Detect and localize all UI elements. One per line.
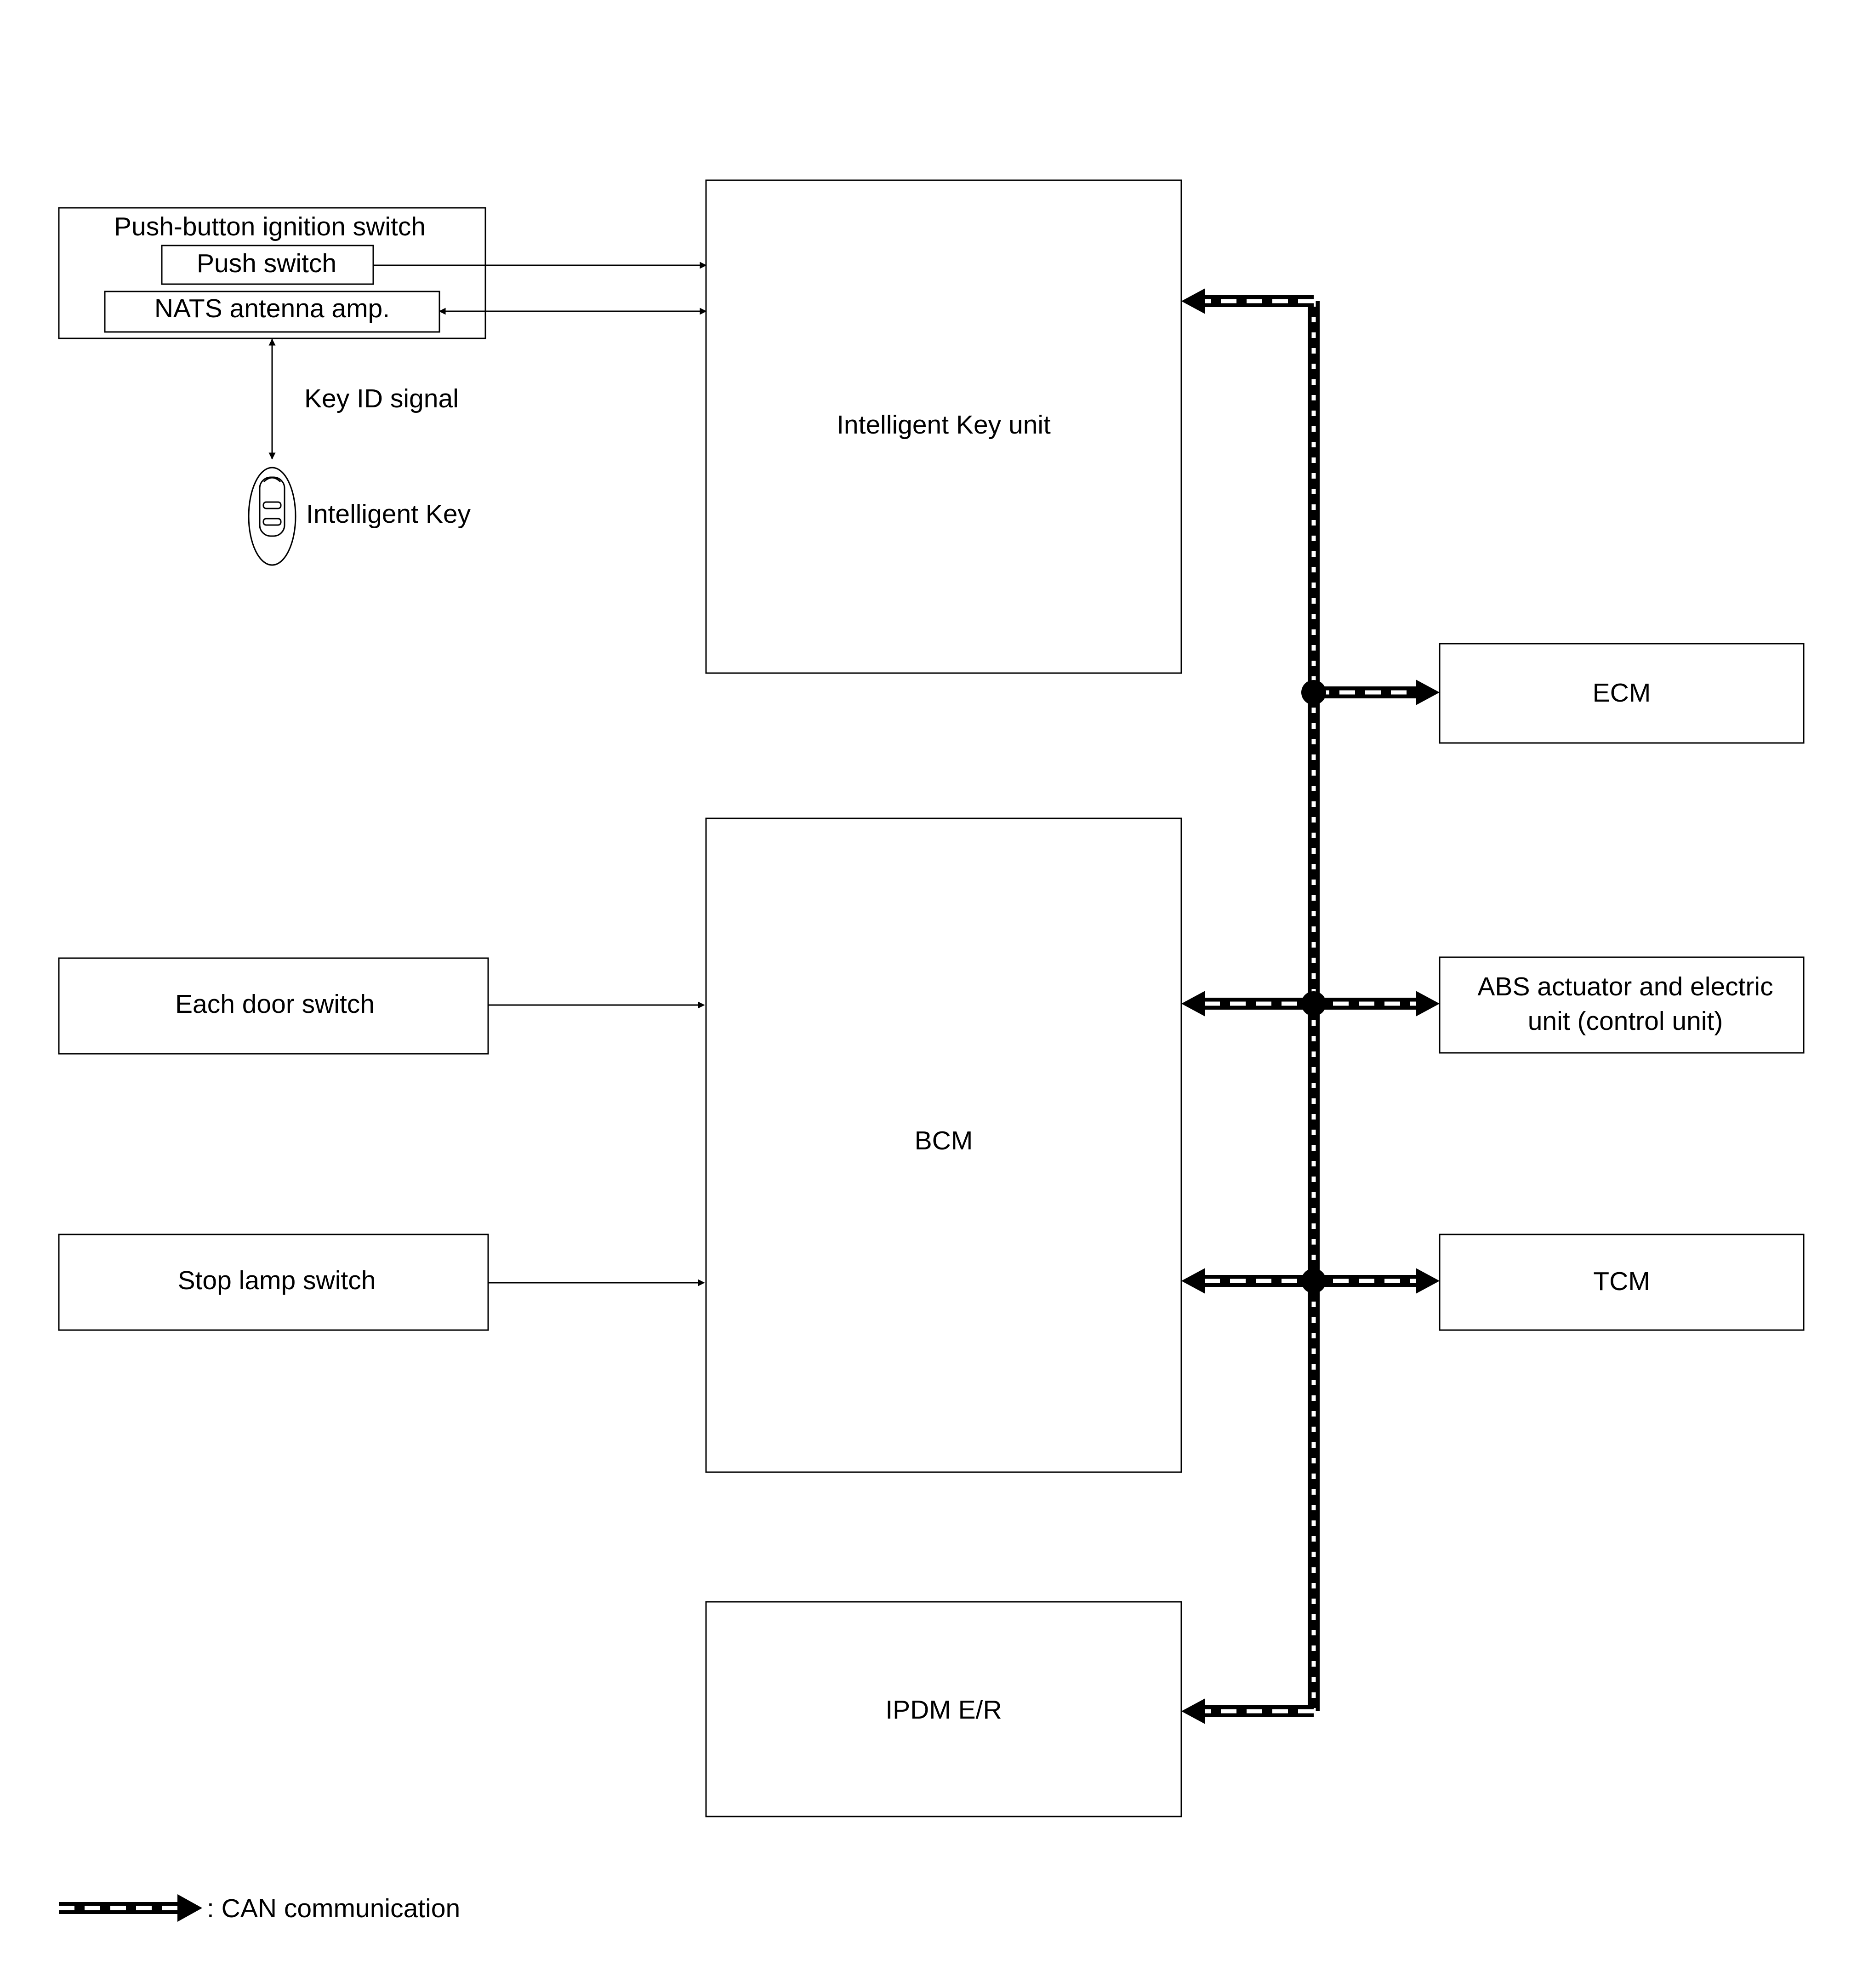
push-switch-label: Push switch [197,249,336,278]
can-legend-symbol [59,1894,202,1922]
push-button-ignition-switch-label: Push-button ignition switch [114,212,426,241]
abs-actuator-label-line1: ABS actuator and electric [1477,972,1773,1001]
nats-antenna-amp-label: NATS antenna amp. [154,294,390,323]
can-bus [1181,288,1440,1724]
key-fob-icon [248,467,296,566]
ecm-label: ECM [1593,678,1651,708]
tcm-block: TCM [1439,1234,1805,1331]
ecm-block: ECM [1439,643,1805,744]
intelligent-key-unit-label: Intelligent Key unit [837,410,1051,440]
push-switch-block: Push switch [161,245,374,285]
ipdm-er-label: IPDM E/R [885,1695,1002,1725]
each-door-switch-block: Each door switch [58,957,489,1055]
intelligent-key-unit-block: Intelligent Key unit [705,179,1182,674]
key-id-signal-label: Key ID signal [304,384,459,413]
ipdm-er-block: IPDM E/R [705,1601,1182,1817]
abs-actuator-label-line2: unit (control unit) [1528,1006,1723,1036]
push-button-ignition-switch-block: Push-button ignition switch Push switch … [58,207,486,339]
bcm-block: BCM [705,817,1182,1473]
can-branch-ecm [1301,680,1440,705]
legend: : CAN communication [59,1894,460,1923]
stop-lamp-switch-label: Stop lamp switch [178,1266,376,1295]
can-branch-bcm-tcm [1181,1268,1440,1294]
tcm-label: TCM [1593,1267,1650,1296]
each-door-switch-label: Each door switch [175,989,375,1019]
can-branch-intelligent-key-unit [1181,288,1314,314]
abs-actuator-block: ABS actuator and electric unit (control … [1439,956,1805,1054]
can-branch-ipdm-er [1181,1698,1314,1724]
bcm-label: BCM [915,1126,973,1155]
can-branch-bcm-abs [1181,991,1440,1017]
can-legend-label: : CAN communication [207,1894,460,1923]
stop-lamp-switch-block: Stop lamp switch [58,1234,489,1331]
intelligent-key-label: Intelligent Key [306,499,471,529]
nats-antenna-amp-block: NATS antenna amp. [104,291,440,333]
